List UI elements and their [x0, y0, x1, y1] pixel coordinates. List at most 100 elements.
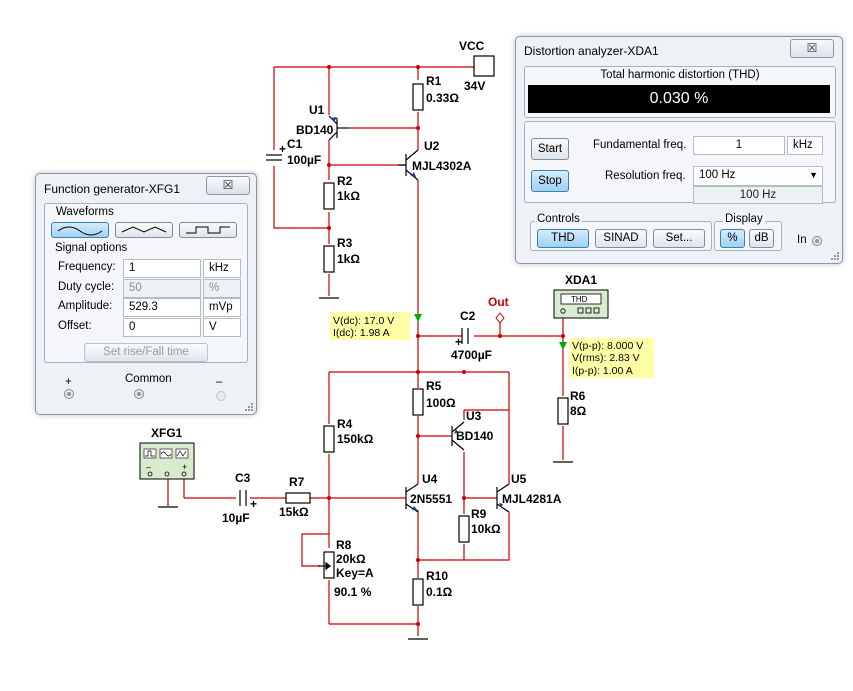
r6-value: 8Ω — [570, 404, 587, 418]
r5-label: R5 — [426, 379, 442, 393]
db-button[interactable]: dB — [749, 229, 774, 248]
thd-panel: Total harmonic distortion (THD) 0.030 % — [524, 66, 836, 118]
c1-value: 100µF — [287, 153, 321, 167]
probe2-vrms: V(rms): 2.83 V — [572, 352, 640, 364]
u5-label: U5 — [511, 472, 527, 486]
thd-readout: 0.030 % — [528, 85, 830, 113]
r1-value: 0.33Ω — [426, 91, 459, 105]
resolution-freq-select[interactable]: 100 Hz ▼ — [693, 166, 823, 186]
r10-symbol — [412, 578, 424, 606]
transistor-arrows — [331, 117, 503, 511]
triangle-wave-icon — [121, 226, 167, 233]
u4-label: U4 — [422, 472, 438, 486]
duty-cycle-input[interactable]: 50 — [123, 279, 201, 298]
frequency-label: Frequency: — [58, 261, 116, 273]
frequency-input[interactable]: 1 — [123, 259, 201, 278]
square-wave-button[interactable] — [179, 222, 237, 238]
u4-model: 2N5551 — [410, 492, 452, 506]
function-generator-panel: Waveforms Signal options Frequency: 1 kH… — [44, 203, 248, 363]
r6-label: R6 — [570, 389, 586, 403]
terminal-minus-connector[interactable] — [216, 391, 226, 401]
xda1-label: XDA1 — [565, 273, 597, 287]
probe-arrow-2 — [559, 342, 567, 350]
controls-label: Controls — [535, 213, 582, 225]
thd-button[interactable]: THD — [537, 229, 589, 248]
duty-cycle-label: Duty cycle: — [58, 281, 115, 293]
out-label: Out — [488, 295, 509, 309]
r5-symbol — [412, 388, 424, 416]
input-terminal-connector[interactable] — [812, 236, 822, 246]
function-generator-close-button[interactable]: ☒ — [206, 176, 250, 195]
r3-symbol — [323, 245, 335, 273]
r10-value: 0.1Ω — [426, 585, 453, 599]
terminal-plus-connector[interactable] — [64, 389, 74, 399]
terminal-common-label: Common — [125, 373, 172, 385]
fundamental-freq-input[interactable]: 1 — [693, 136, 785, 155]
c3-label: C3 — [235, 471, 251, 485]
r6-symbol — [557, 397, 569, 425]
distortion-analyzer-close-button[interactable]: ☒ — [790, 39, 834, 58]
u1-label: U1 — [309, 103, 325, 117]
frequency-unit[interactable]: kHz — [203, 259, 241, 278]
function-generator-title: Function generator-XFG1 — [44, 182, 181, 196]
c1-label: C1 — [287, 137, 303, 151]
offset-unit[interactable]: V — [203, 318, 241, 337]
r4-label: R4 — [337, 417, 353, 431]
offset-label: Offset: — [58, 320, 92, 332]
c2-value: 4700µF — [451, 348, 492, 362]
c3-value: 10µF — [222, 511, 250, 525]
c1-plus-sign: + — [279, 142, 286, 156]
r8-key: Key=A — [336, 566, 374, 580]
r2-symbol — [323, 182, 335, 210]
resolution-freq-selected: 100 Hz — [699, 169, 736, 181]
out-marker — [495, 312, 505, 324]
vcc-value: 34V — [464, 79, 485, 93]
r4-value: 150kΩ — [337, 432, 374, 446]
resize-grip-icon[interactable] — [245, 403, 253, 411]
r3-label: R3 — [337, 236, 353, 250]
fundamental-freq-unit[interactable]: kHz — [787, 136, 823, 155]
set-rise-fall-time-button[interactable]: Set rise/Fall time — [84, 343, 208, 362]
r7-label: R7 — [289, 475, 305, 489]
display-group: Display % dB — [714, 213, 782, 251]
stop-button[interactable]: Stop — [531, 170, 569, 192]
resize-grip-icon[interactable] — [831, 252, 839, 260]
sine-wave-button[interactable] — [51, 222, 109, 238]
set-button[interactable]: Set... — [653, 229, 705, 248]
u3-model: BD140 — [456, 429, 494, 443]
sinad-button[interactable]: SINAD — [595, 229, 647, 248]
start-button[interactable]: Start — [531, 138, 569, 160]
xfg1-instrument-icon[interactable]: – + — [139, 442, 195, 480]
probe2-vpp: V(p-p): 8.000 V — [572, 340, 643, 352]
amplitude-unit[interactable]: mVp — [203, 298, 241, 317]
c3-plus-sign: + — [250, 497, 257, 511]
square-wave-icon — [186, 226, 230, 234]
r9-label: R9 — [471, 507, 487, 521]
r1-symbol — [412, 83, 424, 111]
r2-value: 1kΩ — [337, 189, 360, 203]
c2-plus-sign: + — [455, 335, 462, 349]
r7-symbol — [285, 492, 311, 504]
probe2-ipp: I(p-p): 1.00 A — [572, 365, 633, 377]
function-generator-window: Function generator-XFG1 ☒ Waveforms Sign… — [35, 173, 257, 415]
junction-dots — [327, 65, 565, 626]
terminal-minus-label: – — [216, 376, 223, 388]
terminal-common-connector[interactable] — [134, 389, 144, 399]
distortion-analyzer-window: Distortion analyzer-XDA1 ☒ Total harmoni… — [515, 36, 843, 264]
analyzer-settings-panel: Start Stop Fundamental freq. 1 kHz Resol… — [524, 121, 836, 204]
probe-arrow-1 — [414, 314, 422, 322]
vcc-label: VCC — [459, 39, 485, 53]
triangle-wave-button[interactable] — [115, 222, 173, 238]
input-terminal-label: In — [797, 234, 807, 246]
percent-button[interactable]: % — [720, 229, 745, 248]
r8-label: R8 — [336, 538, 352, 552]
xda1-instrument-icon[interactable]: THD — [553, 289, 609, 319]
r2-label: R2 — [337, 174, 353, 188]
amplitude-input[interactable]: 529.3 — [123, 298, 201, 317]
probe1-vdc: V(dc): 17.0 V — [333, 315, 394, 327]
offset-input[interactable]: 0 — [123, 318, 201, 337]
chevron-down-icon: ▼ — [809, 170, 818, 180]
r1-label: R1 — [426, 74, 442, 88]
duty-cycle-unit[interactable]: % — [203, 279, 241, 298]
